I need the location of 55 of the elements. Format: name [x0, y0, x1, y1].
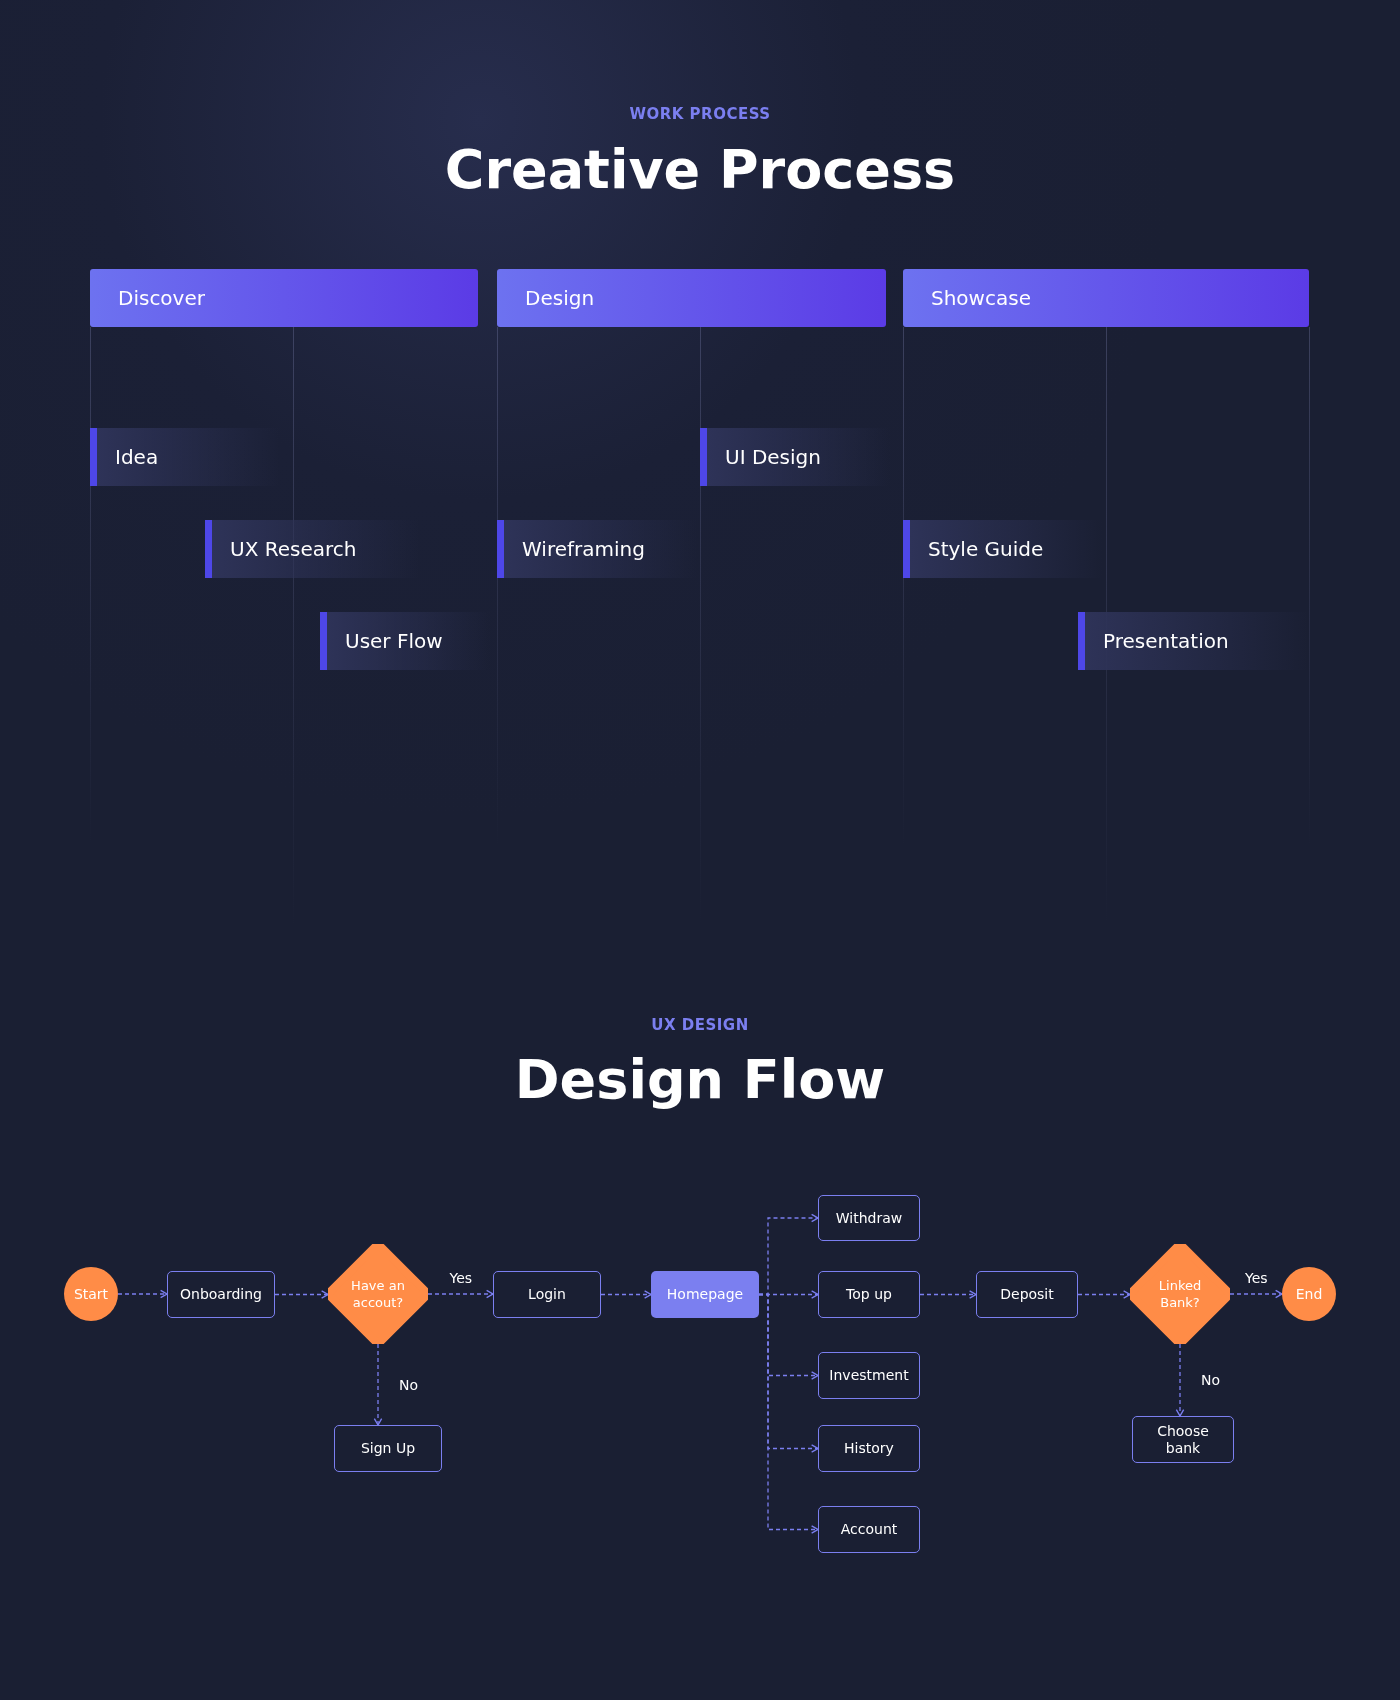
process-box — [818, 1506, 920, 1553]
task-label: UX Research — [230, 537, 357, 561]
decision-diamond — [328, 1244, 428, 1344]
node-label: Start — [73, 1285, 109, 1303]
arrow — [427, 1289, 494, 1299]
node-label: Account — [840, 1521, 898, 1538]
process-box — [976, 1271, 1078, 1318]
node-label: Homepage — [666, 1286, 744, 1303]
task-label: Wireframing — [522, 537, 645, 561]
node-label: Linked Bank? — [1157, 1277, 1203, 1311]
phase-title: Showcase — [931, 286, 1031, 310]
process-box — [1132, 1416, 1234, 1463]
process-box — [334, 1425, 442, 1472]
process-box — [818, 1352, 920, 1399]
phase-header — [90, 269, 478, 327]
task-label: Style Guide — [928, 537, 1044, 561]
node-label: Top up — [846, 1286, 892, 1303]
process-box — [167, 1271, 275, 1318]
section-title: Creative Process — [444, 138, 956, 201]
node-label: Deposit — [1000, 1286, 1054, 1303]
node-label: Investment — [829, 1367, 909, 1384]
phase-header — [497, 269, 886, 327]
phase-header — [903, 269, 1309, 327]
phase-title: Design — [525, 286, 595, 310]
process-box — [818, 1271, 920, 1318]
task-label: UI Design — [725, 445, 821, 469]
arrow — [117, 1289, 168, 1299]
arrow — [758, 1293, 819, 1534]
node-label: Onboarding — [180, 1286, 262, 1303]
process-box — [493, 1271, 601, 1318]
node-label: Choose bank — [1156, 1422, 1210, 1457]
section-kicker: WORK PROCESS — [629, 105, 771, 123]
process-box — [818, 1425, 920, 1472]
task-label: User Flow — [345, 629, 443, 653]
decision-diamond — [1130, 1244, 1230, 1344]
arrow — [1077, 1290, 1131, 1299]
terminal-circle — [64, 1267, 118, 1321]
process-box — [651, 1271, 759, 1318]
node-label: End — [1295, 1285, 1323, 1303]
node-label: Login — [528, 1286, 566, 1303]
node-label: Sign Up — [360, 1440, 416, 1457]
terminal-circle — [1282, 1267, 1336, 1321]
arrow — [600, 1290, 652, 1299]
task-label: Idea — [115, 445, 159, 469]
arrow — [1229, 1289, 1283, 1299]
task-label: Presentation — [1103, 629, 1229, 653]
node-label: Withdraw — [835, 1209, 903, 1227]
node-label: Have an accout? — [350, 1277, 406, 1311]
section-kicker: UX DESIGN — [651, 1016, 749, 1034]
node-label: History — [844, 1440, 894, 1457]
phase-title: Discover — [118, 286, 205, 310]
arrow — [919, 1290, 977, 1299]
arrow — [274, 1290, 329, 1299]
section-title: Design Flow — [514, 1048, 886, 1111]
process-box — [818, 1195, 920, 1241]
